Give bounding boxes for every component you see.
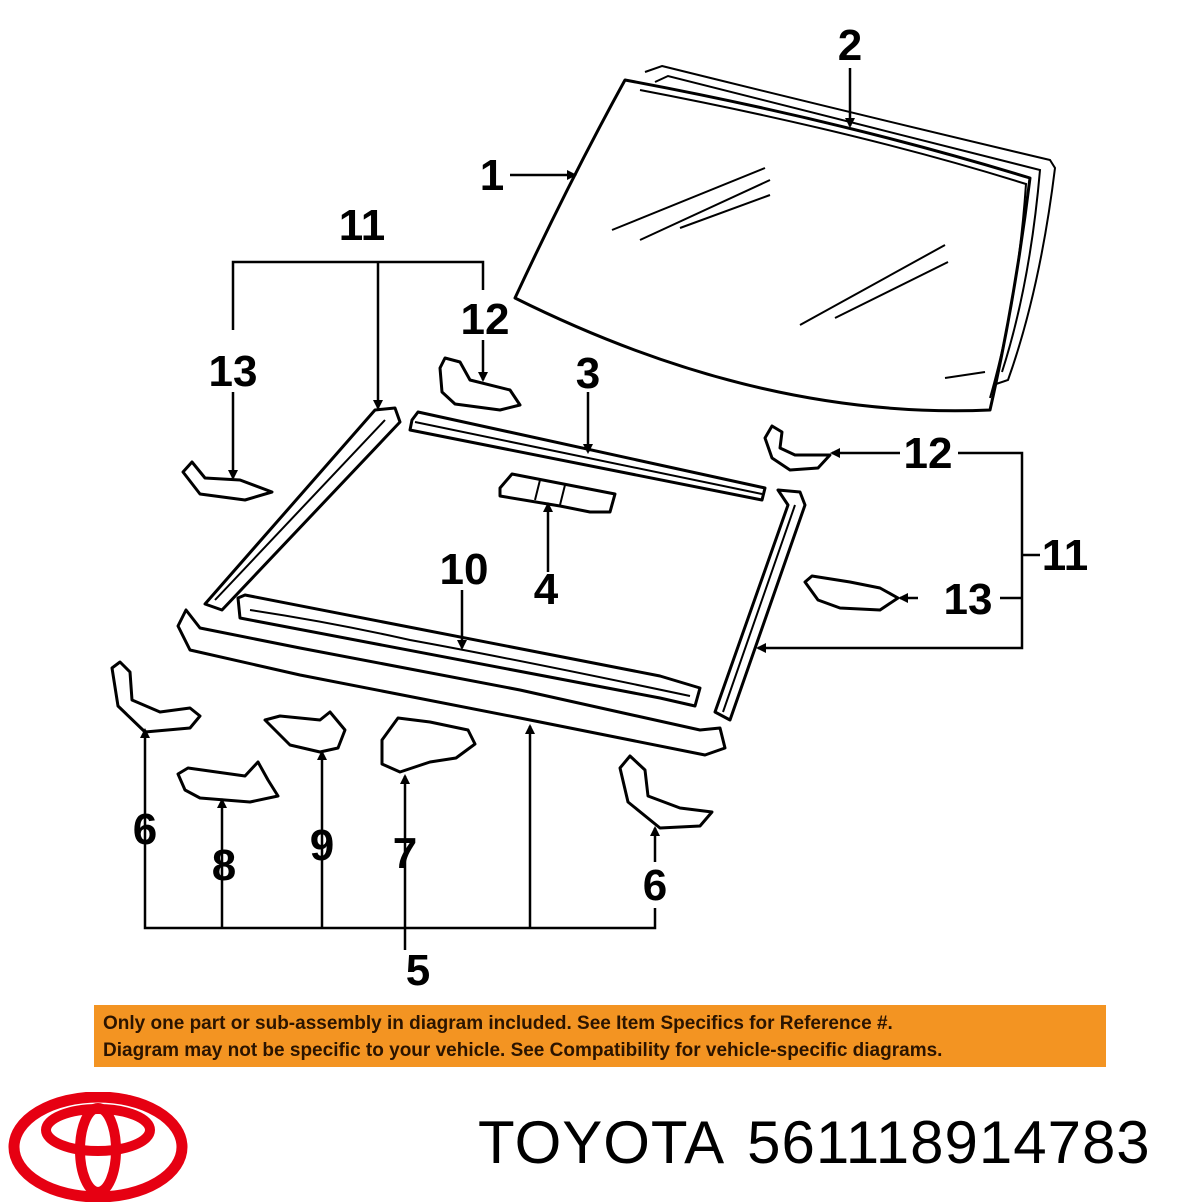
callouts: 1 2 3 4 5 6 6 7 8 9 10 11 11 12 12 13 13 [133, 21, 1089, 995]
callout-8: 8 [212, 841, 236, 890]
windshield-glass [513, 78, 1032, 413]
toyota-logo-icon [8, 1092, 188, 1202]
notice-banner: Only one part or sub-assembly in diagram… [94, 1005, 1106, 1067]
callout-13-right: 13 [944, 575, 993, 624]
callout-6-left: 6 [133, 805, 157, 854]
callout-6-right: 6 [643, 861, 667, 910]
bracket-4 [498, 472, 617, 514]
notice-line-2: Diagram may not be specific to your vehi… [103, 1040, 943, 1061]
bracket-12-right [763, 424, 832, 472]
callout-13-left: 13 [209, 347, 258, 396]
leader-lines [140, 68, 1040, 950]
callout-4: 4 [534, 565, 559, 614]
callout-3: 3 [576, 349, 600, 398]
callout-12-left: 12 [461, 295, 510, 344]
bracket-13-right [803, 574, 900, 612]
callout-12-right: 12 [904, 429, 953, 478]
callout-9: 9 [310, 821, 334, 870]
notice-line-1: Only one part or sub-assembly in diagram… [103, 1013, 893, 1034]
bracket-9 [263, 710, 347, 754]
callout-11-right: 11 [1042, 531, 1089, 580]
windshield-molding [639, 64, 1057, 399]
callout-7: 7 [393, 829, 417, 878]
bracket-6-left [110, 660, 202, 734]
callout-11-top: 11 [339, 201, 386, 250]
callout-10: 10 [440, 545, 489, 594]
callout-2: 2 [838, 21, 862, 70]
brand-line: TOYOTA 561118914783 [478, 1108, 1173, 1177]
frame-seal-assembly [176, 406, 807, 757]
bracket-7 [380, 716, 477, 774]
callout-1: 1 [480, 151, 504, 200]
callout-5: 5 [406, 946, 430, 995]
bracket-6-right [618, 754, 714, 830]
bracket-8 [176, 760, 280, 804]
bracket-12-left [438, 356, 522, 412]
parts-diagram: 1 2 3 4 5 6 6 7 8 9 10 11 11 12 12 13 13 [110, 21, 1089, 995]
bracket-13-left [181, 460, 274, 502]
part-number: 561118914783 [747, 1109, 1151, 1176]
brand-name: TOYOTA [478, 1109, 726, 1176]
